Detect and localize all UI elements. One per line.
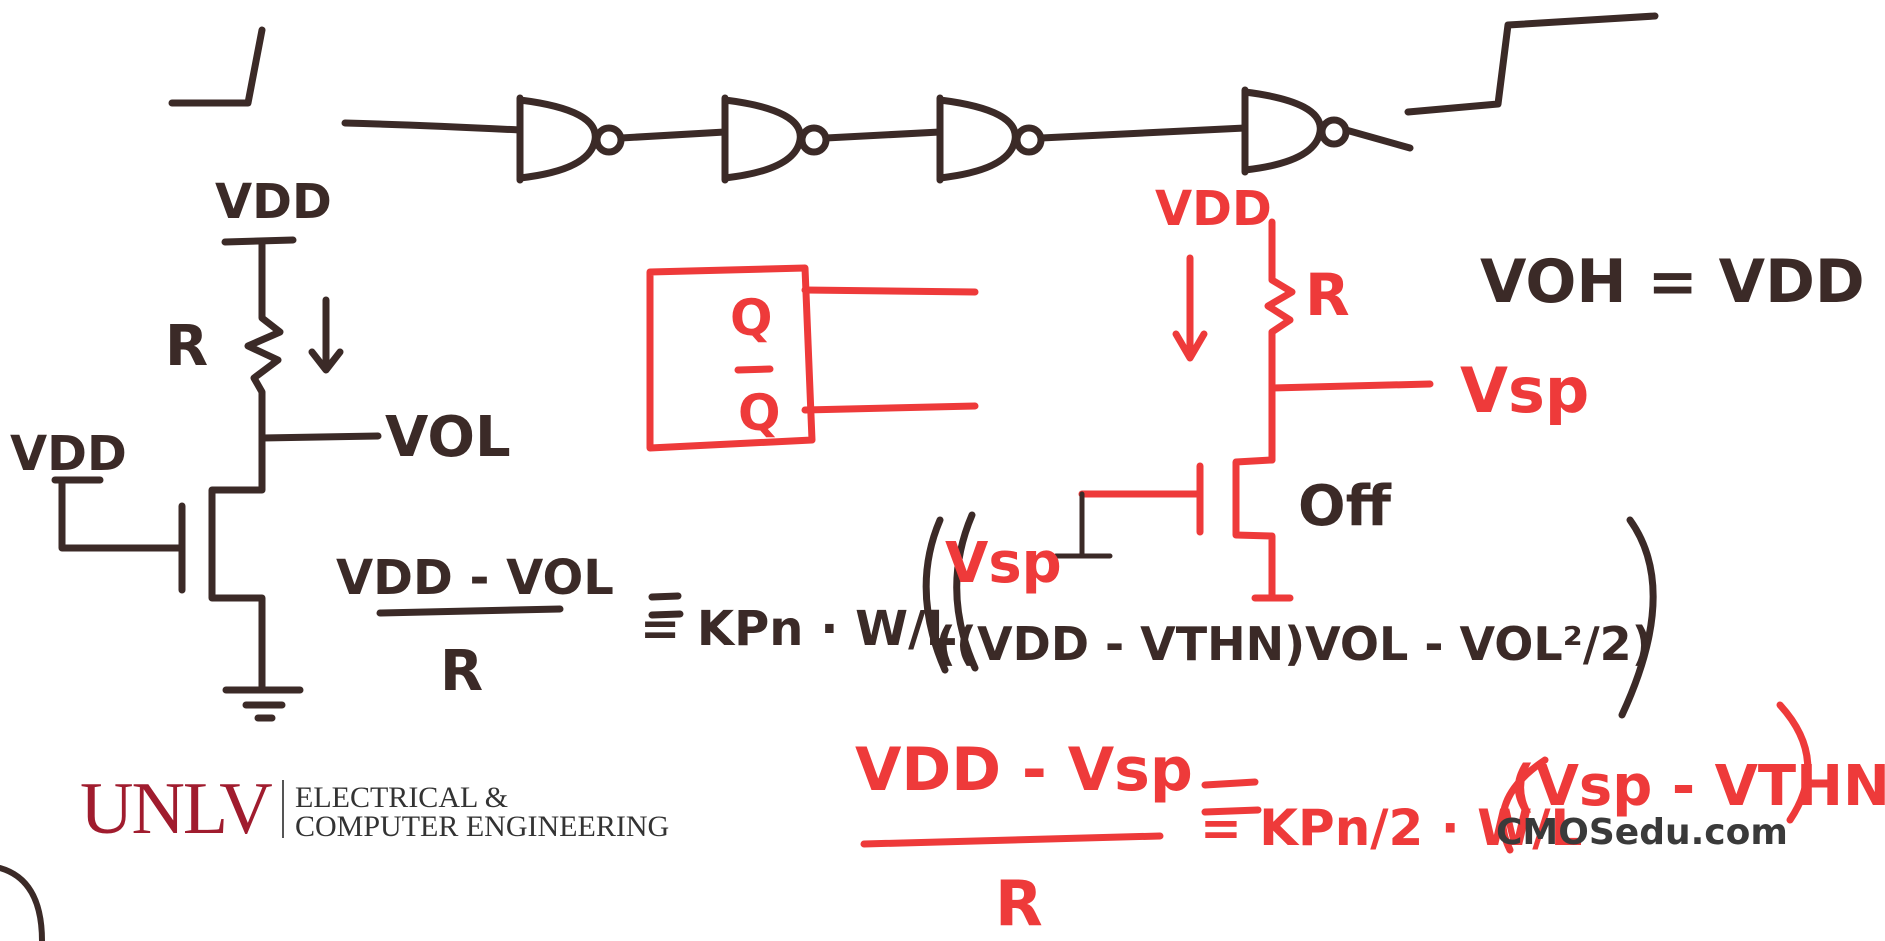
ground (222, 686, 304, 722)
department-line-2: COMPUTER ENGINEERING (295, 810, 670, 843)
right-circuit (646, 218, 1812, 854)
left-circuit (51, 236, 1657, 722)
inverter-4 (1241, 86, 1324, 176)
eq2-numerator: VDD - Vsp (855, 735, 1193, 805)
chain-wire (1342, 126, 1414, 152)
inverter-4-bubble (1318, 116, 1350, 148)
load-resistor (1264, 218, 1296, 464)
department-line-1: ELECTRICAL & (295, 781, 509, 814)
output-step-waveform (1404, 12, 1659, 116)
eq2-rhs-bracket: (Vsp - VTHN)² (1510, 754, 1885, 819)
eq2-paren-open (1499, 756, 1549, 854)
load-resistor (244, 238, 284, 452)
unlv-logo: UNLV (80, 768, 273, 850)
current-arrow (308, 296, 344, 374)
chain-wire (1037, 124, 1249, 142)
label-off: Off (1298, 474, 1392, 539)
nmos-channel (208, 444, 266, 694)
eq2-paren-close (1776, 701, 1812, 824)
label-vsp-node: Vsp (1460, 354, 1589, 427)
inverter-1 (516, 94, 599, 184)
chain-wire (822, 128, 944, 142)
label-r-red: R (1305, 261, 1350, 329)
vsp-wire (1268, 380, 1434, 392)
eq2-denominator: R (995, 867, 1043, 940)
eq1-fraction-bar (376, 605, 564, 617)
inverter-1-bubble (593, 124, 625, 156)
inverter-2-bubble (798, 124, 830, 156)
sr-latch-box (646, 264, 816, 452)
current-arrow (1172, 254, 1208, 362)
latch-qbar-output (801, 402, 979, 414)
gate-tie (1053, 491, 1113, 559)
label-qbar: Q (738, 384, 781, 442)
site-url: CMOSedu.com (1496, 812, 1788, 853)
inverter-chain (168, 12, 1659, 184)
label-r-left: R (165, 314, 208, 379)
label-vdd-left: VDD (10, 426, 127, 482)
input-step-waveform (168, 26, 266, 107)
eq2-fraction-bar (860, 832, 1164, 848)
inverter-3 (936, 94, 1019, 184)
eq1-equals (648, 592, 684, 619)
qbar-overline (734, 365, 774, 374)
nmos-channel (1232, 456, 1276, 602)
eq1-rhs-coefficient: = KPn · W/L (640, 601, 956, 657)
label-voh-eq: VOH = VDD (1480, 247, 1865, 317)
latch-q-output (801, 286, 979, 296)
label-q: Q (730, 289, 773, 347)
label-vdd-red: VDD (1155, 181, 1272, 237)
eq1-denominator: R (440, 639, 483, 704)
chain-wire (341, 119, 524, 134)
eq1-parens (922, 511, 1657, 719)
slide-number-circle (0, 865, 45, 941)
eq2-rhs-coefficient: = KPn/2 · W/L (1200, 799, 1582, 857)
label-vdd-top: VDD (215, 174, 332, 230)
inverter-2 (721, 94, 804, 184)
label-vsp-gate: Vsp (945, 531, 1062, 596)
department-name: ELECTRICAL & COMPUTER ENGINEERING (295, 781, 670, 843)
chain-wire (617, 128, 729, 142)
eq1-numerator: VDD - VOL (336, 550, 614, 606)
label-vol-node: VOL (385, 405, 511, 470)
gate-input (51, 476, 186, 552)
eq2-equals (1201, 778, 1262, 816)
vol-wire (258, 432, 382, 442)
logo-divider (282, 780, 284, 838)
eq1-rhs-bracket: ((VDD - VTHN)VOL - VOL²/2) (935, 617, 1653, 671)
inverter-3-bubble (1013, 124, 1045, 156)
